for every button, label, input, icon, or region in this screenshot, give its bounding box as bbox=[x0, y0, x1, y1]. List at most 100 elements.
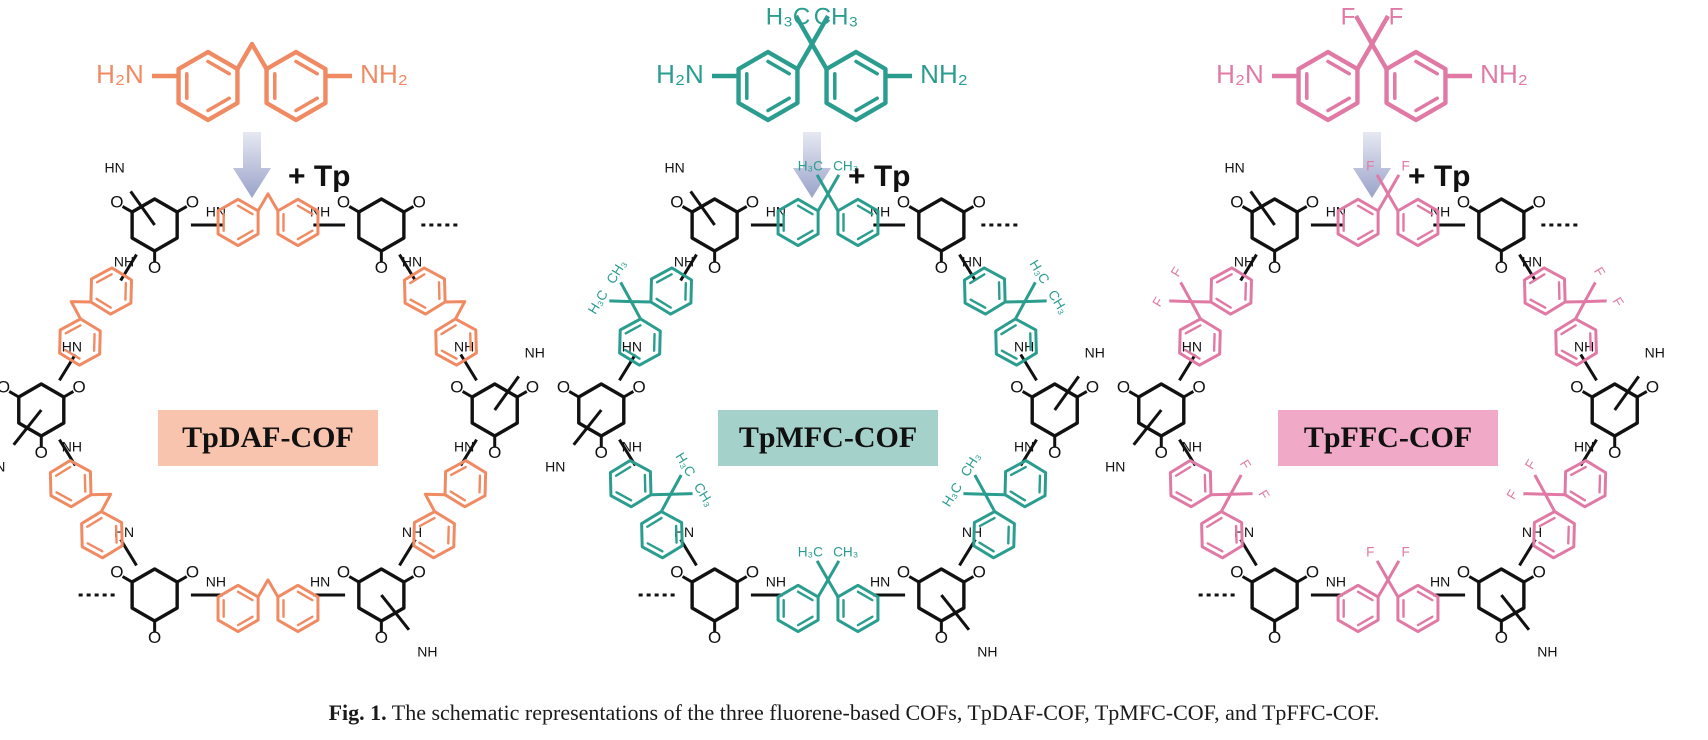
fluorene-left-ring-double-bond bbox=[206, 96, 231, 113]
oxygen-label: O bbox=[1230, 193, 1243, 212]
fluorene-right-ring-double-bond bbox=[674, 524, 678, 544]
tp-core-ring bbox=[470, 382, 519, 438]
oxygen-label: O bbox=[1155, 443, 1168, 462]
oxygen-label: O bbox=[708, 628, 721, 647]
fluorene-left-ring bbox=[618, 317, 662, 367]
oxygen-label: O bbox=[1495, 628, 1508, 647]
linker-substituent-right: CH₃ bbox=[691, 480, 717, 509]
amine-label: NH bbox=[962, 524, 982, 540]
oxygen-label: O bbox=[35, 443, 48, 462]
carbonyl-bond bbox=[1183, 390, 1195, 399]
linker-fluorene bbox=[48, 459, 124, 560]
fluorene-right-ring-double-bond bbox=[856, 590, 874, 602]
imine-bond bbox=[58, 353, 77, 382]
oxygen-label: O bbox=[935, 258, 948, 277]
amine-label: NH bbox=[1182, 439, 1202, 455]
tp-core-ring bbox=[130, 567, 179, 623]
bridge-bond-right bbox=[1230, 492, 1253, 496]
fluorene-bridge bbox=[1376, 578, 1400, 598]
fluorene-bridge bbox=[1189, 300, 1211, 320]
fluorene-right-ring-double-bond bbox=[95, 297, 112, 309]
chain-end-label: NH bbox=[525, 345, 545, 361]
monomer-fluorene bbox=[176, 41, 328, 123]
fluorene-right-ring-double-bond bbox=[296, 204, 314, 216]
oxygen-label: O bbox=[897, 193, 910, 212]
bridge-bond-left bbox=[1229, 474, 1243, 495]
amine-label: NH bbox=[766, 574, 786, 590]
fluorene-left-ring-double-bond bbox=[652, 332, 656, 352]
fluorene-left-ring bbox=[972, 510, 1016, 560]
fluorene-left-ring-double-bond bbox=[1356, 204, 1374, 216]
tp-node: OOO bbox=[0, 378, 86, 463]
bridge-bond-left bbox=[1583, 281, 1597, 303]
fluorene-left-ring bbox=[58, 317, 102, 367]
fluorene-bridge bbox=[629, 300, 651, 320]
fluorene-left-ring-double-bond bbox=[997, 281, 1001, 301]
carbonyl-bond bbox=[63, 390, 75, 399]
fluorene-left-ring bbox=[1178, 317, 1222, 367]
tp-node: OOO bbox=[1230, 563, 1319, 648]
amine-label: HN bbox=[1234, 524, 1254, 540]
oxygen-label: O bbox=[1268, 258, 1281, 277]
arrow-shape bbox=[233, 132, 271, 198]
panel-tpdaf: H₂NNH₂OOOOOOOOOOOOOOOOOOHNNHHNNHHNNHHNNH… bbox=[0, 0, 560, 690]
fluorene-left-ring-double-bond bbox=[409, 298, 427, 309]
fluorene-bridge bbox=[90, 492, 113, 513]
tp-node: OOO bbox=[1457, 563, 1546, 648]
oxygen-label: O bbox=[413, 193, 426, 212]
oxygen-label: O bbox=[72, 378, 85, 397]
fluorene-left-ring-double-bond bbox=[1212, 332, 1216, 352]
carbonyl-bond bbox=[121, 575, 133, 584]
fluorene-left-ring-double-bond bbox=[1557, 281, 1561, 301]
fluorene-left-ring-double-bond bbox=[969, 298, 987, 309]
oxygen-label: O bbox=[973, 563, 986, 582]
fluorene-right-ring-double-bond bbox=[296, 590, 314, 602]
oxygen-label: O bbox=[897, 563, 910, 582]
fluorene-right-ring-double-bond bbox=[1569, 465, 1587, 477]
chain-ends: HN NH NH HN bbox=[1105, 160, 1665, 660]
fluorene-bridge bbox=[235, 41, 269, 71]
caption-figure-number: Fig. 1. bbox=[328, 700, 387, 725]
fluorene-left-ring bbox=[962, 266, 1007, 316]
chain-end-label: NH bbox=[1645, 345, 1665, 361]
fluorene-left-ring-double-bond bbox=[206, 59, 231, 76]
fluorene-right-ring-double-bond bbox=[856, 204, 874, 216]
oxygen-label: O bbox=[1048, 443, 1061, 462]
carbonyl-bond bbox=[1468, 205, 1480, 214]
linker-substituent-left: H₃C bbox=[798, 544, 823, 559]
bridge-bond-right bbox=[1370, 14, 1390, 46]
fluorene-bridge bbox=[1355, 41, 1389, 71]
carbonyl-bond bbox=[623, 390, 635, 399]
fluorene-right-ring-double-bond bbox=[1416, 204, 1434, 216]
amine-label: NH bbox=[206, 574, 226, 590]
fluorene-left-ring-double-bond bbox=[54, 465, 72, 477]
fluorene-left-ring bbox=[1532, 510, 1576, 560]
fluorene-right-ring-double-bond bbox=[856, 229, 874, 241]
fluorene-right-ring-double-bond bbox=[1560, 349, 1578, 360]
chain-end-bond bbox=[689, 190, 716, 226]
fluorene-right-ring-double-bond bbox=[440, 324, 457, 336]
fluorene-left-ring-double-bond bbox=[437, 281, 441, 301]
fluorene-bridge bbox=[816, 578, 840, 598]
carbonyl-bond bbox=[1468, 575, 1480, 584]
fluorene-bridge bbox=[69, 300, 91, 320]
imine-bond bbox=[459, 353, 478, 382]
chain-end-label: HN bbox=[1225, 160, 1245, 176]
reagent-label: + Tp bbox=[288, 160, 351, 193]
fluorene-bridge bbox=[256, 578, 280, 598]
fluorene-right-ring-double-bond bbox=[478, 474, 482, 494]
tp-node: OOO bbox=[110, 563, 199, 648]
linker-substituent-right: CH₃ bbox=[833, 544, 858, 559]
tp-node: OOO bbox=[670, 563, 759, 648]
amine-label: NH bbox=[1522, 524, 1542, 540]
fluorene-left-ring-double-bond bbox=[236, 590, 254, 602]
linker-substituent-right: CH₃ bbox=[833, 158, 858, 173]
fluorene-left-ring bbox=[216, 197, 260, 248]
fluorene-right-ring bbox=[1396, 583, 1440, 634]
tp-core-ring bbox=[690, 197, 739, 253]
chain-end-bond bbox=[1132, 409, 1163, 446]
carbonyl-bond bbox=[1636, 390, 1648, 399]
carbonyl-bond bbox=[1523, 205, 1535, 214]
fluorene-right-ring bbox=[434, 317, 478, 367]
